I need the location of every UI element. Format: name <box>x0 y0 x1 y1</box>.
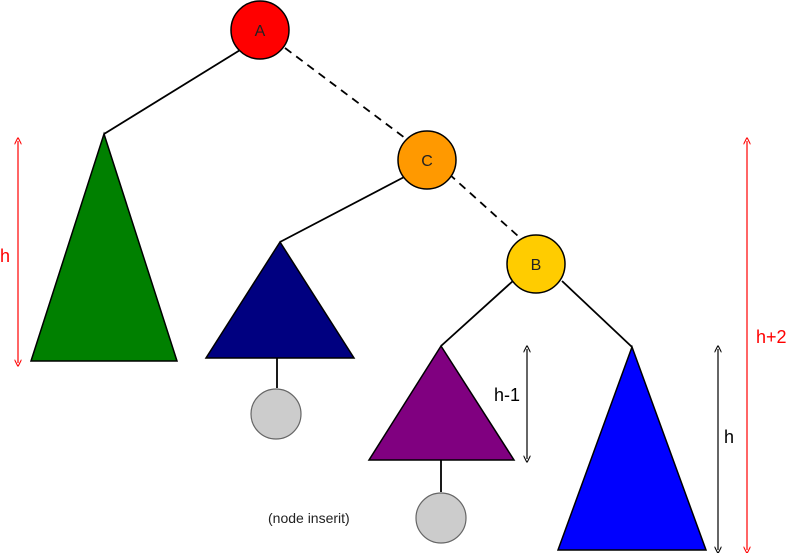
navy-subtree-triangle <box>204 240 356 359</box>
height-h-minus-1-label: h-1 <box>494 385 520 405</box>
node-c-circle <box>397 130 457 190</box>
node-b-circle <box>506 234 566 294</box>
edges <box>103 46 633 492</box>
edge-a-to-green-subtree <box>103 46 246 135</box>
node-b: B <box>506 234 566 294</box>
node-c-label: C <box>421 153 433 170</box>
height-h-left-label: h <box>0 246 10 266</box>
blue-subtree-triangle <box>556 344 708 551</box>
node-a: A <box>230 0 290 60</box>
node-c: C <box>397 130 457 190</box>
inserted-node-note: (node inserit) <box>268 510 350 526</box>
edge-a-to-c-dashed <box>284 47 414 145</box>
inserted-leaf-node-circle <box>415 492 467 544</box>
green-subtree-triangle <box>29 131 179 362</box>
edge-c-to-b-dashed <box>448 173 519 237</box>
node-a-circle <box>230 0 290 60</box>
edge-b-to-blue-subtree <box>561 280 633 348</box>
leaf-node-circle <box>250 388 302 440</box>
node-b-label: B <box>531 257 542 274</box>
node-a-label: A <box>255 23 266 40</box>
height-h-plus-2-label: h+2 <box>756 327 787 347</box>
height-h-right-label: h <box>724 427 734 447</box>
edge-c-to-navy-subtree <box>279 174 409 243</box>
purple-subtree-triangle <box>367 344 516 461</box>
edge-b-to-purple-subtree <box>440 279 515 347</box>
